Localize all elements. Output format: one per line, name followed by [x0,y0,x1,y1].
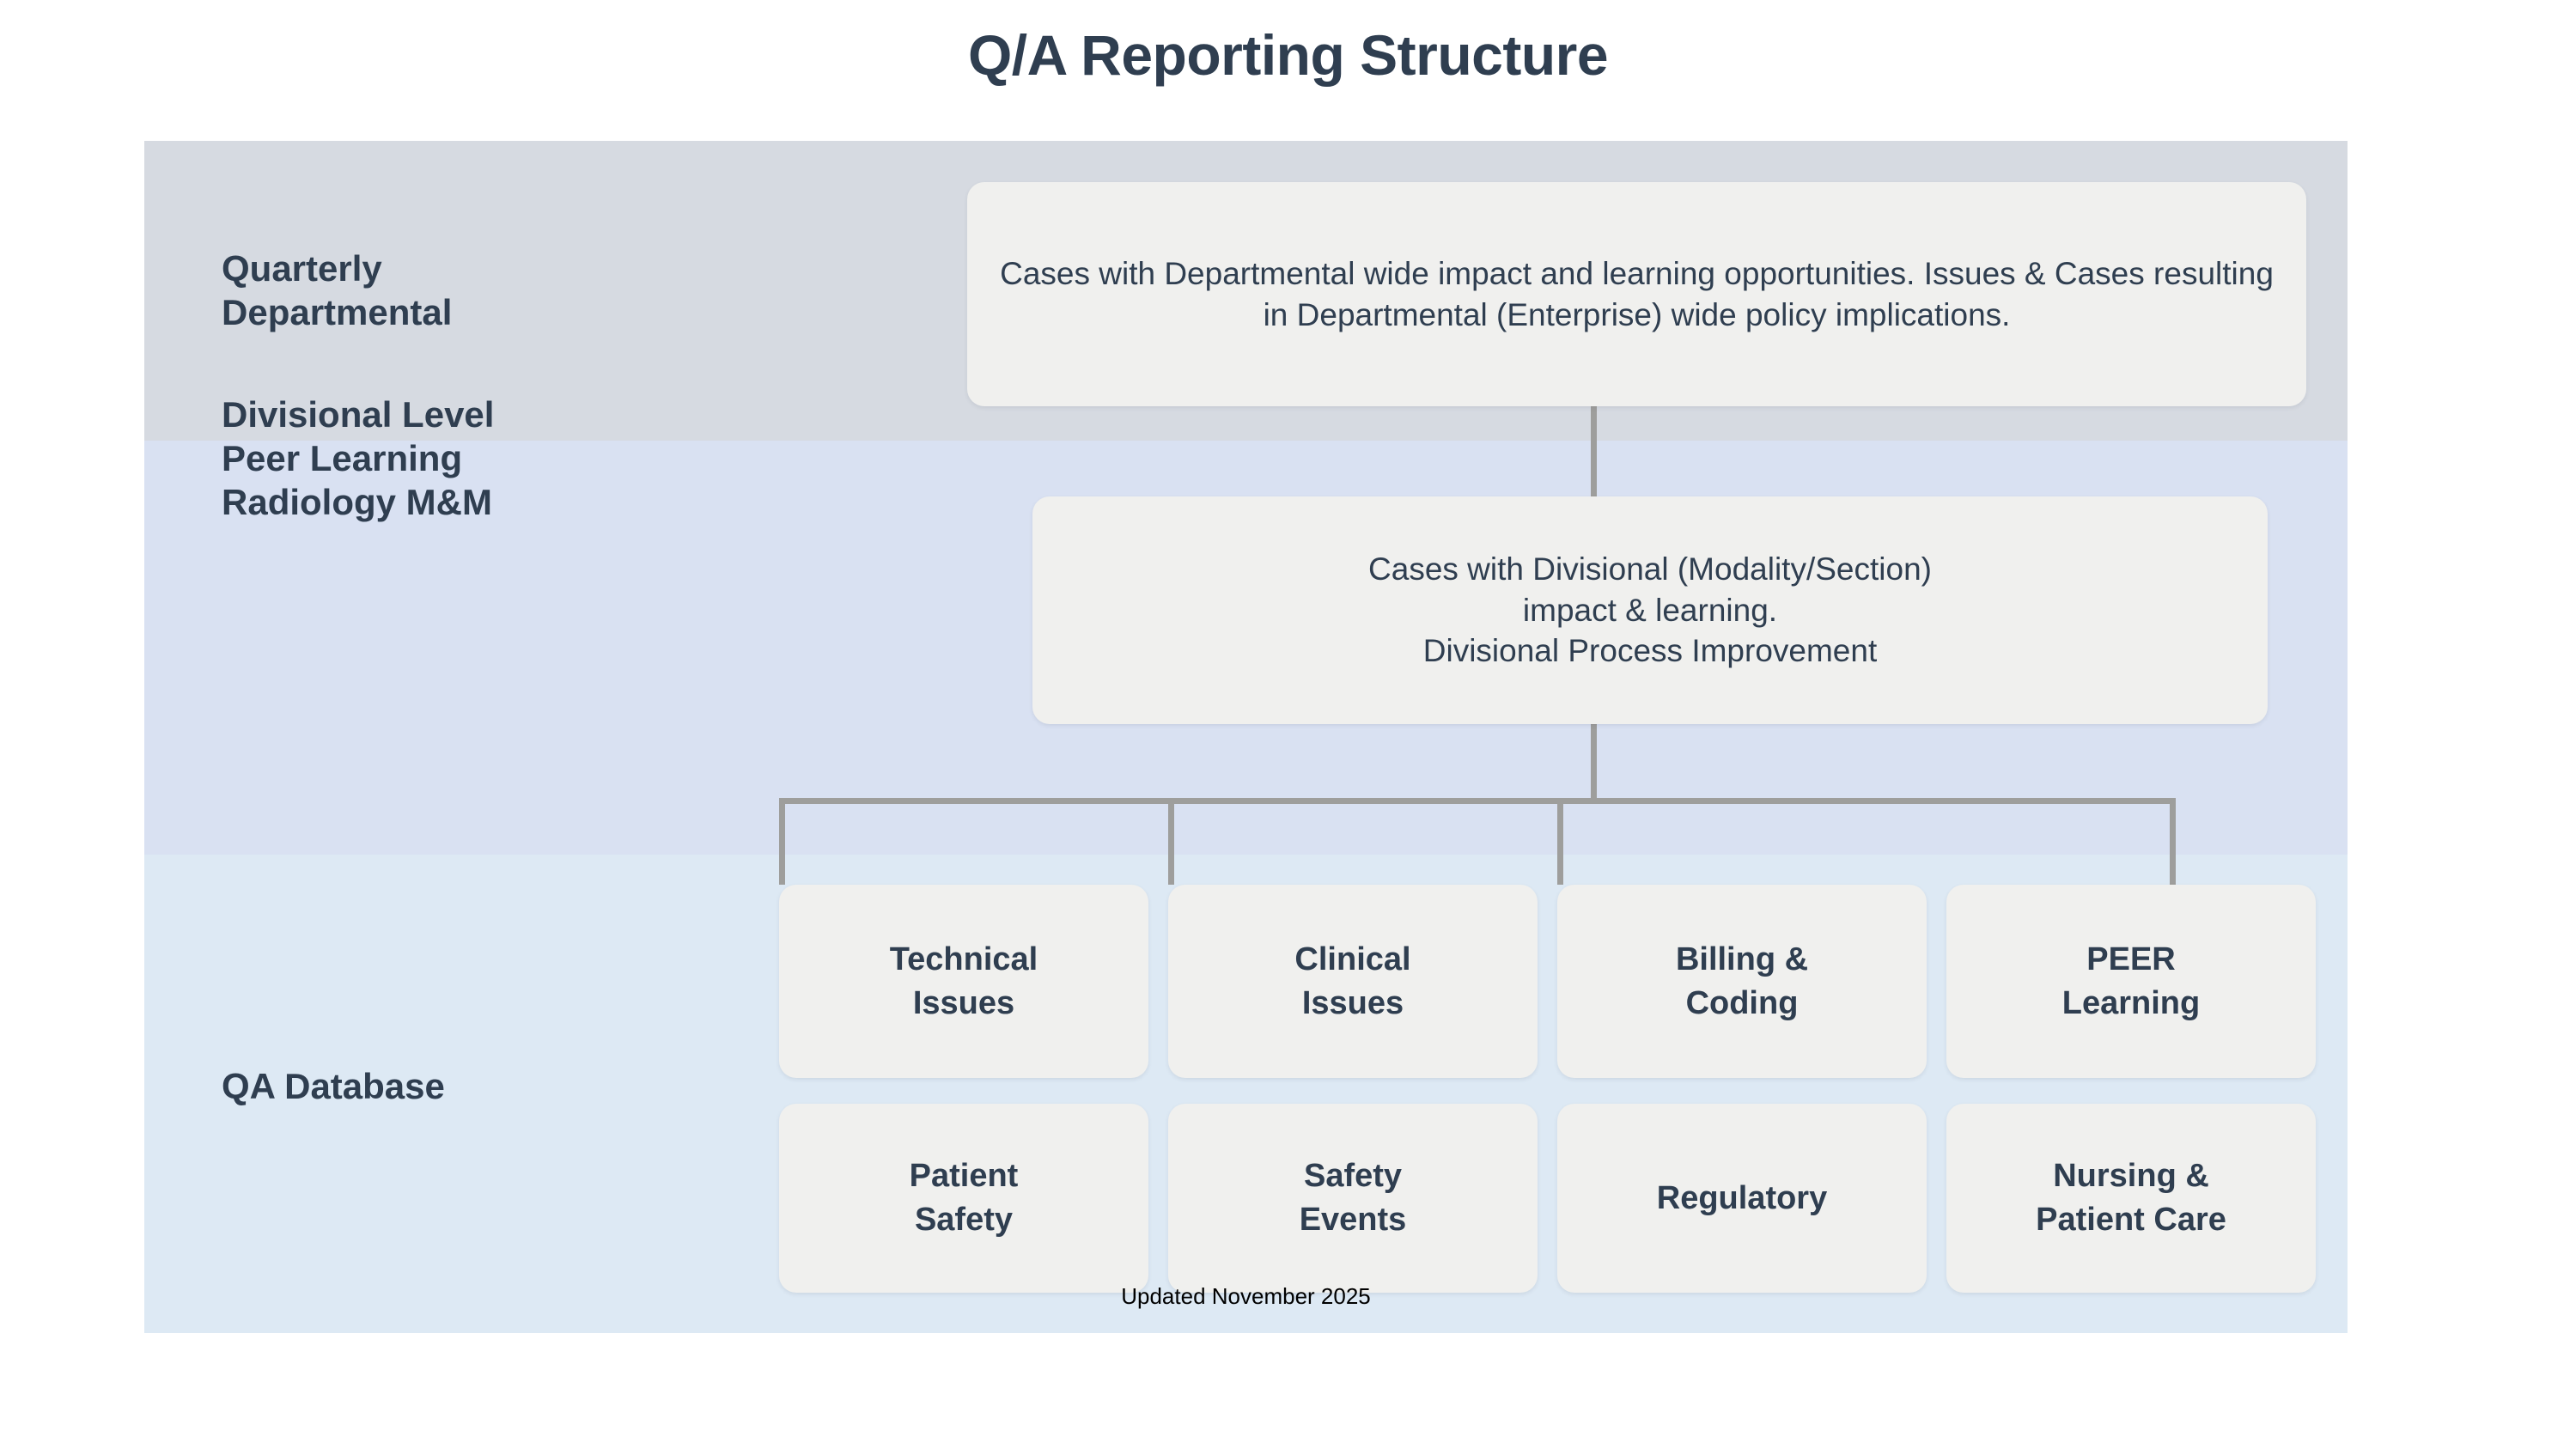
connector-vertical-middle [1591,724,1597,801]
connector-horizontal-bus [779,798,2176,804]
leaf-label-nursing-patient-care: Nursing & Patient Care [2036,1158,2226,1238]
footer-updated-date: Updated November 2025 [1121,1283,1371,1309]
connector-drop-1 [779,798,785,885]
leaf-box-billing-coding[interactable]: Billing & Coding [1557,885,1927,1078]
row-label-qa-database: QA Database [222,1066,445,1106]
leaf-box-technical-issues[interactable]: Technical Issues [779,885,1148,1078]
connector-drop-4 [2170,798,2176,885]
leaf-box-nursing-patient-care[interactable]: Nursing & Patient Care [1946,1104,2316,1293]
connector-vertical-top [1591,406,1597,496]
leaf-label-safety-events: Safety Events [1299,1158,1407,1238]
box-departmental-text: Cases with Departmental wide impact and … [1000,256,2274,332]
row-label-quarterly-departmental: Quarterly Departmental [222,248,453,333]
row-label-divisional-level: Divisional Level Peer Learning Radiology… [222,394,495,523]
leaf-box-patient-safety[interactable]: Patient Safety [779,1104,1148,1293]
leaf-box-safety-events[interactable]: Safety Events [1168,1104,1538,1293]
leaf-label-billing-coding: Billing & Coding [1675,941,1809,1021]
leaf-label-regulatory: Regulatory [1656,1179,1828,1216]
diagram-canvas: Quarterly Departmental Divisional Level … [144,141,2348,1333]
leaf-box-peer-learning[interactable]: PEER Learning [1946,885,2316,1078]
connector-drop-3 [1557,798,1563,885]
box-divisional-text: Cases with Divisional (Modality/Section)… [1368,551,1932,669]
leaf-label-peer-learning: PEER Learning [2061,941,2201,1021]
box-divisional-description[interactable]: Cases with Divisional (Modality/Section)… [1032,496,2268,724]
connector-drop-2 [1168,798,1174,885]
leaf-label-technical-issues: Technical Issues [889,941,1038,1021]
leaf-label-clinical-issues: Clinical Issues [1294,941,1411,1021]
page-title: Q/A Reporting Structure [967,23,1609,87]
leaf-box-regulatory[interactable]: Regulatory [1557,1104,1927,1293]
leaf-label-patient-safety: Patient Safety [909,1158,1019,1238]
leaf-box-clinical-issues[interactable]: Clinical Issues [1168,885,1538,1078]
box-departmental-description[interactable]: Cases with Departmental wide impact and … [967,182,2306,406]
